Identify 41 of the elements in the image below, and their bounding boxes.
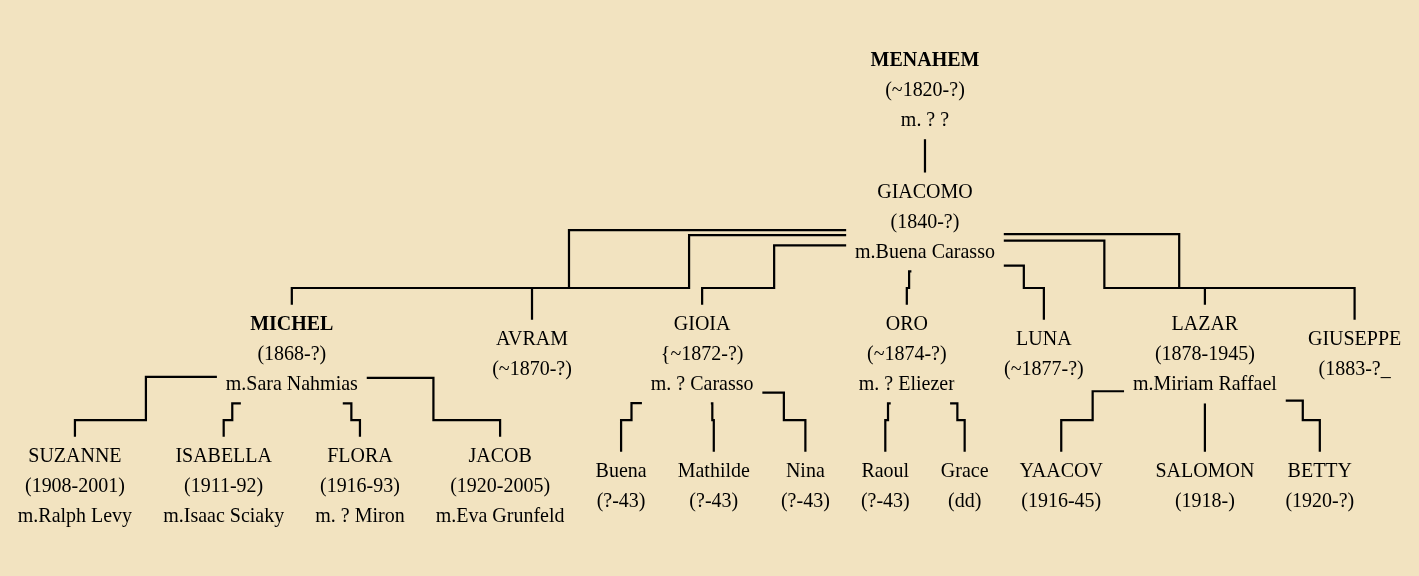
node-text: GIACOMO (1840-?) m.Buena Carasso [855,180,995,263]
connector [884,402,891,453]
connector [530,234,847,321]
connector [1060,390,1125,453]
connector [366,376,502,438]
node-text: AVRAM (~1870-?) [492,327,572,380]
connector [1003,239,1206,306]
node-text: YAACOV (1916-45) [1019,459,1103,512]
node-text: LAZAR (1878-1945) m.Miriam Raffael [1132,312,1277,395]
connector [1203,402,1206,453]
connector [950,402,966,453]
node-text: MICHEL (1868-?) m.Sara Nahmias [225,312,358,395]
connector [73,375,217,438]
connector [222,402,241,438]
node-text: MENAHEM (~1820-?) m. ? ? [870,48,980,131]
connector [1003,232,1356,321]
node-text: ORO (~1874-?) m. ? Eliezer [858,312,955,395]
node-text: SUZANNE (1908-2001) m.Ralph Levy [17,444,133,527]
node-text: SALOMON (1918-) [1155,459,1255,512]
node-text: BETTY (1920-?) [1285,459,1355,512]
node-text: GIUSEPPE (1883-?_ [1307,327,1402,380]
node-text: FLORA (1916-93) m. ? Miron [315,444,405,527]
connector [1285,399,1321,453]
node-text: GIOIA {~1872-?) m. ? Carasso [650,312,754,395]
node-text: ISABELLA (1911-92) m.Isaac Sciaky [163,444,285,527]
connector [342,402,362,438]
node-text: Mathilde (?-43) [677,459,750,512]
connector [710,402,715,453]
connector [701,244,847,306]
node-text: Nina (?-43) [780,459,830,512]
node-text: Raoul (?-43) [860,459,910,512]
connector [905,270,912,306]
connector [923,138,927,174]
node-text: Grace (dd) [940,459,989,512]
node-text: Buena (?-43) [595,459,647,512]
node-text: LUNA (~1877-?) [1004,327,1084,380]
connector [290,229,847,306]
connector [762,391,807,453]
node-text: JACOB (1920-2005) m.Eva Grunfeld [435,444,565,527]
connector [1003,264,1045,321]
connector [620,402,642,453]
